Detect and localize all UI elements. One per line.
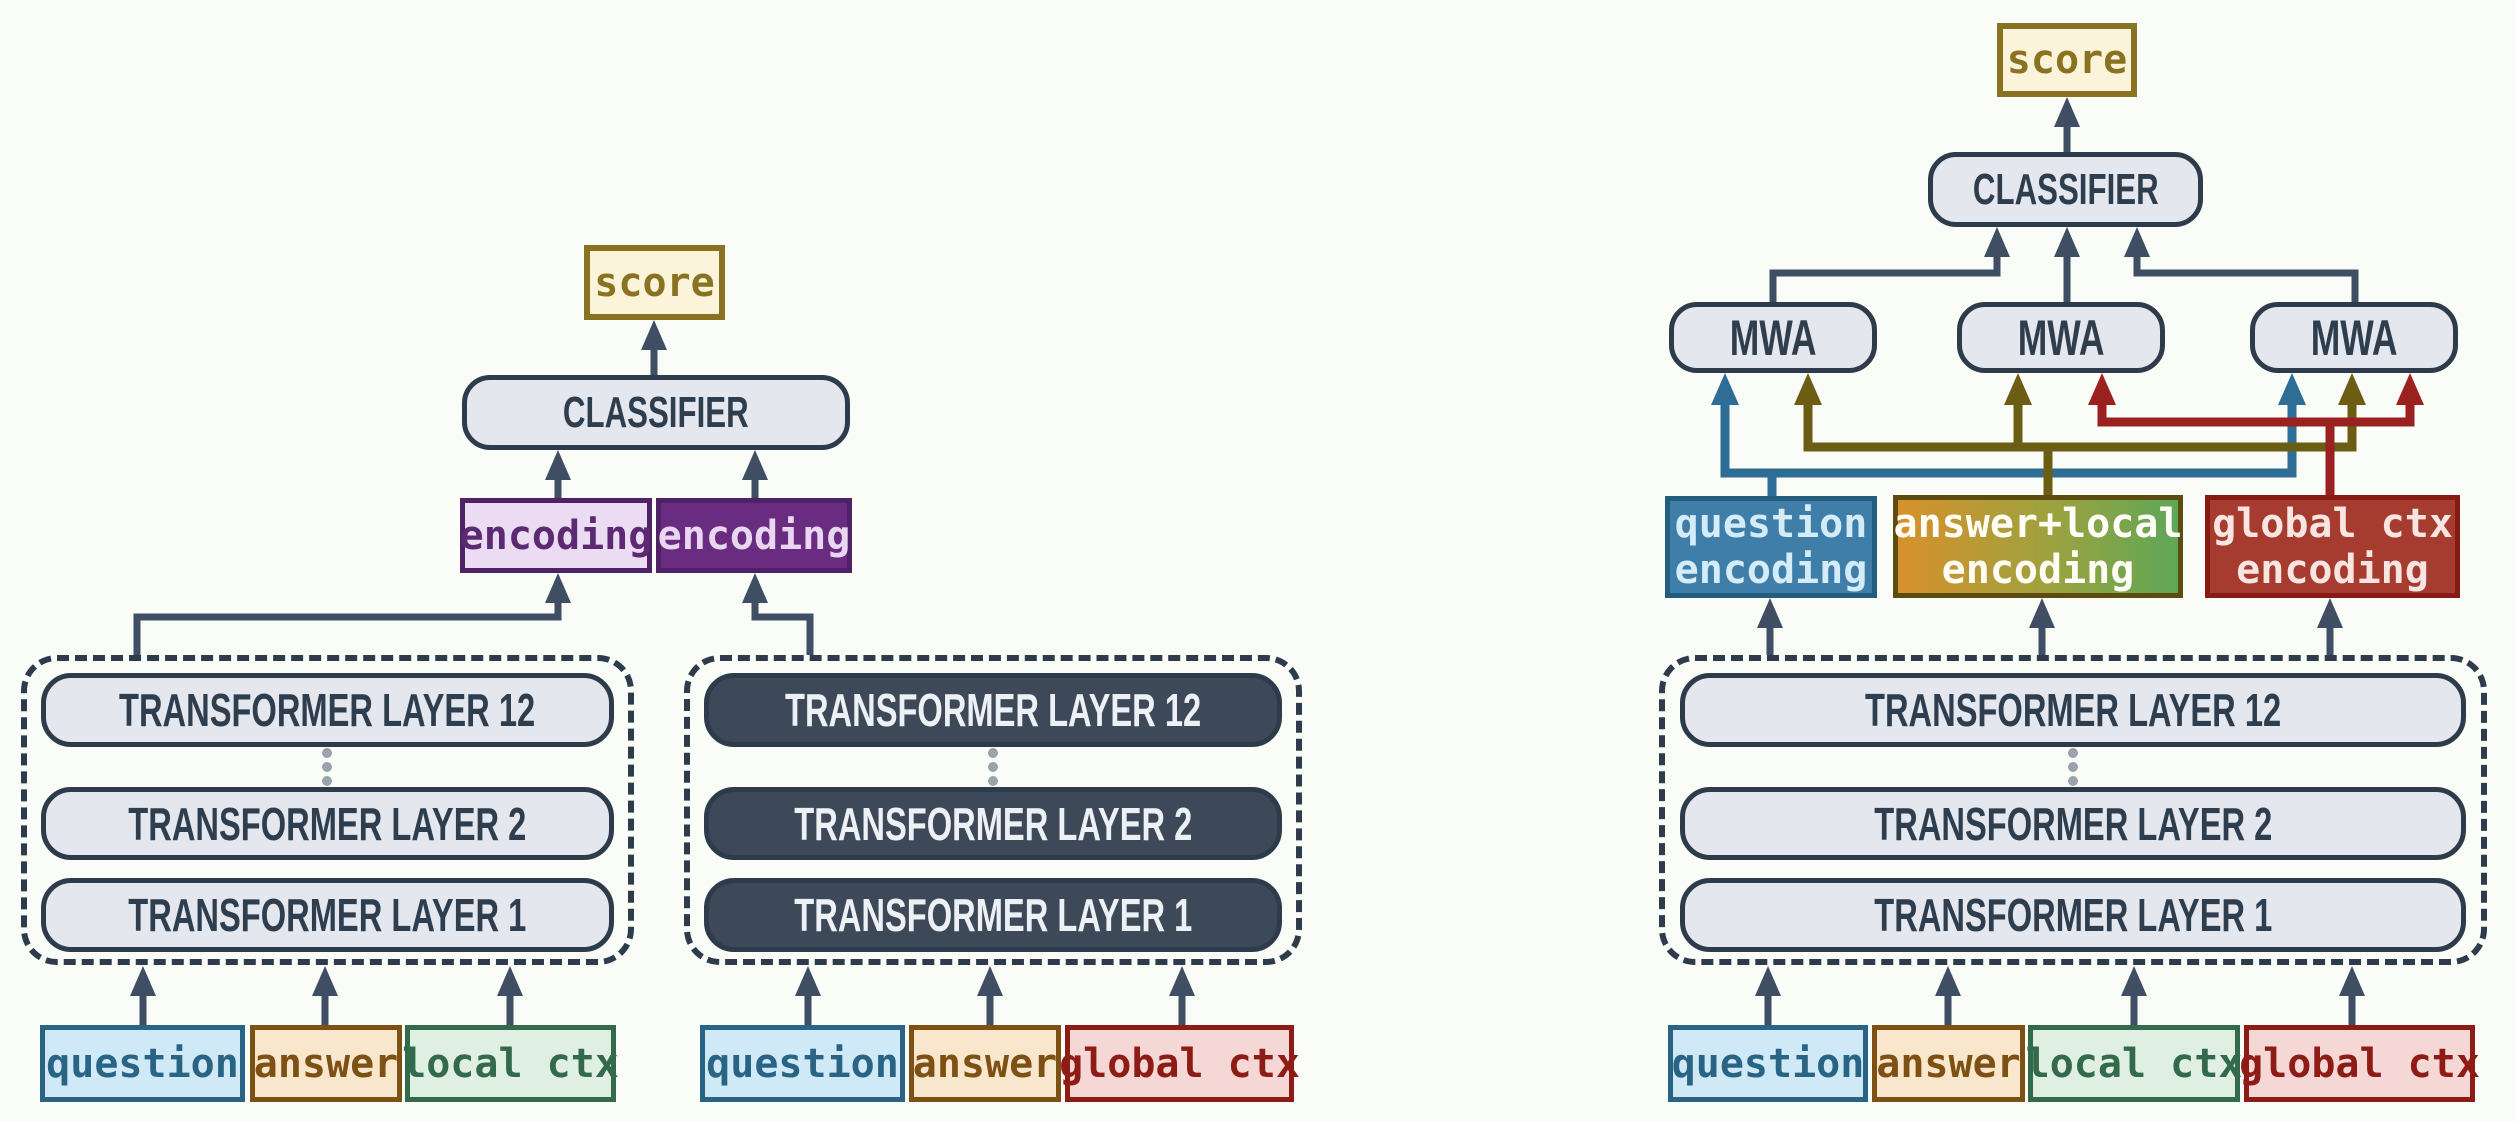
answer-local-encoding-line2: encoding [1941, 546, 2135, 593]
transformer-stack-light: TRANSFORMER LAYER 12 TRANSFORMER LAYER 2… [21, 655, 634, 965]
classifier-left: CLASSIFIER [462, 375, 850, 450]
encoding-box-light: encoding [460, 498, 652, 573]
elbow-stack2-to-encoding [751, 597, 814, 655]
transformer-layer-12: TRANSFORMER LAYER 12 [41, 673, 614, 747]
transformer-layer-2-dark: TRANSFORMER LAYER 2 [704, 787, 1282, 860]
input-answer-2: answer [909, 1025, 1061, 1102]
transformer-layer-2-shared: TRANSFORMER LAYER 2 [1680, 787, 2466, 860]
classifier-left-label: CLASSIFIER [563, 387, 749, 437]
global-ctx-encoding-box: global ctx encoding [2205, 495, 2460, 598]
layer-label: TRANSFORMER LAYER 1 [128, 889, 527, 941]
mwa-label: MWA [1729, 309, 1817, 366]
question-encoding-line1: question [1674, 501, 1868, 547]
question-encoding-line2: encoding [1674, 547, 1868, 593]
score-box-right: score [1997, 23, 2137, 97]
transformer-layer-2: TRANSFORMER LAYER 2 [41, 787, 614, 860]
transformer-layer-1-dark: TRANSFORMER LAYER 1 [704, 878, 1282, 952]
transformer-stack-dark: TRANSFORMER LAYER 12 TRANSFORMER LAYER 2… [684, 655, 1302, 965]
layer-label: TRANSFORMER LAYER 1 [1873, 889, 2273, 941]
encoding-box-dark: encoding [656, 498, 852, 573]
mwa-middle: MWA [1957, 302, 2165, 373]
layer-label: TRANSFORMER LAYER 12 [1864, 684, 2282, 736]
input-answer-1: answer [250, 1025, 402, 1102]
transformer-layer-1-shared: TRANSFORMER LAYER 1 [1680, 878, 2466, 952]
classifier-right: CLASSIFIER [1928, 152, 2203, 227]
transformer-layer-12-shared: TRANSFORMER LAYER 12 [1680, 673, 2466, 747]
input-question-3: question [1668, 1025, 1868, 1102]
layer-label: TRANSFORMER LAYER 2 [128, 797, 527, 850]
wire-question-bus [1720, 401, 2297, 478]
layer-label: TRANSFORMER LAYER 12 [119, 684, 536, 736]
transformer-layer-12-dark: TRANSFORMER LAYER 12 [704, 673, 1282, 747]
classifier-right-label: CLASSIFIER [1972, 164, 2159, 214]
transformer-stack-shared: TRANSFORMER LAYER 12 TRANSFORMER LAYER 2… [1659, 655, 2487, 965]
layer-label: TRANSFORMER LAYER 12 [784, 684, 1202, 736]
score-box-left: score [584, 245, 725, 320]
mwa-label: MWA [2017, 309, 2105, 366]
mwa-label: MWA [2310, 309, 2398, 366]
answer-local-encoding-line1: answer+local [1893, 500, 2183, 547]
elbow-mwa-left-to-classifier [1769, 251, 2001, 302]
input-global-ctx-1: global ctx [1059, 1025, 1300, 1102]
answer-local-encoding-box: answer+local encoding [1893, 495, 2183, 598]
mwa-right: MWA [2250, 302, 2458, 373]
global-encoding-line1: global ctx [2212, 500, 2453, 547]
layer-label: TRANSFORMER LAYER 1 [793, 889, 1193, 941]
layer-label: TRANSFORMER LAYER 2 [793, 797, 1193, 850]
elbow-stack1-to-encoding [133, 597, 562, 655]
wire-global-bus [2097, 401, 2415, 427]
input-question-1: question [40, 1025, 245, 1102]
input-question-2: question [700, 1025, 905, 1102]
elbow-mwa-right-to-classifier [2133, 251, 2359, 302]
input-local-ctx-2: local ctx [2026, 1025, 2242, 1102]
input-global-ctx-2: global ctx [2239, 1025, 2480, 1102]
input-answer-3: answer [1872, 1025, 2025, 1102]
question-encoding-box: question encoding [1665, 496, 1877, 598]
input-local-ctx-1: local ctx [402, 1025, 619, 1102]
transformer-layer-1: TRANSFORMER LAYER 1 [41, 878, 614, 952]
global-encoding-line2: encoding [2236, 546, 2429, 593]
mwa-left: MWA [1669, 302, 1877, 373]
layer-label: TRANSFORMER LAYER 2 [1873, 797, 2273, 850]
